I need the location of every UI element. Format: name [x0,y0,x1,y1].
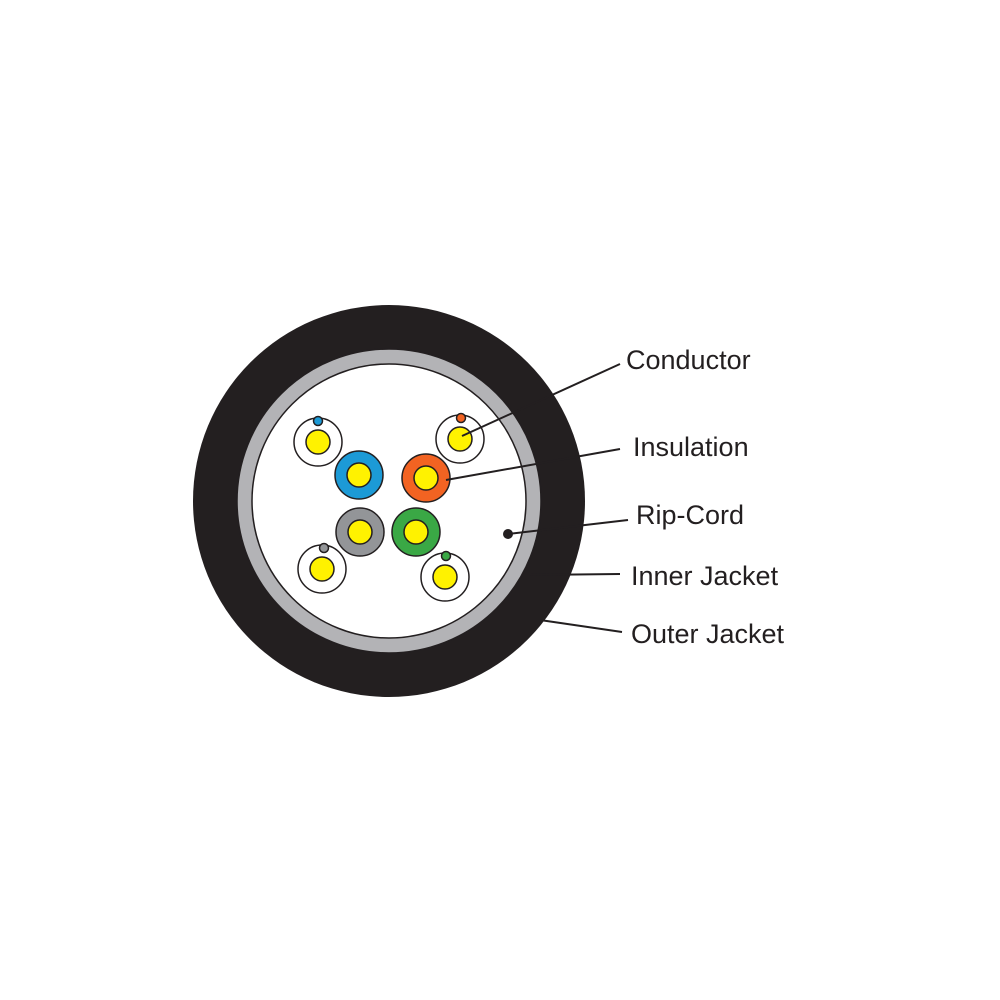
cable-core [251,363,527,639]
rip-cord-leader-line [507,519,629,535]
label-outer-jacket: Outer Jacket [631,619,785,649]
outer-jacket-leader-line [539,619,623,633]
label-insulation: Insulation [633,432,749,462]
insulation-leader-line [445,448,621,481]
label-conductor: Conductor [626,345,751,375]
wire-gray-white-conductor [309,556,335,582]
wire-gray-white [297,542,347,594]
label-inner-jacket: Inner Jacket [631,561,779,591]
wire-orange-white [435,412,485,464]
wire-orange-white-conductor [447,426,473,452]
wire-gray-conductor [347,519,373,545]
cable-cross-section [193,305,585,697]
wire-green-white [420,550,470,602]
wire-orange-white-tracer [455,412,467,424]
wire-blue-white-conductor [305,429,331,455]
leader-lines [445,363,629,633]
wire-gray-white-tracer [318,542,330,554]
wire-gray [335,507,385,557]
labels: Conductor Insulation Rip-Cord Inner Jack… [626,345,785,649]
wire-green-conductor [403,519,429,545]
inner-jacket-leader-line [529,573,621,576]
label-rip-cord: Rip-Cord [636,500,744,530]
wire-blue-white-tracer [312,415,324,427]
wire-orange-conductor [413,465,439,491]
wire-blue [334,450,384,500]
wire-green-white-conductor [432,564,458,590]
wire-orange [401,453,451,503]
wire-green-white-tracer [440,550,452,562]
wire-blue-white [293,415,343,467]
wire-blue-conductor [346,462,372,488]
wire-green [391,507,441,557]
conductor-leader-line [461,363,621,437]
